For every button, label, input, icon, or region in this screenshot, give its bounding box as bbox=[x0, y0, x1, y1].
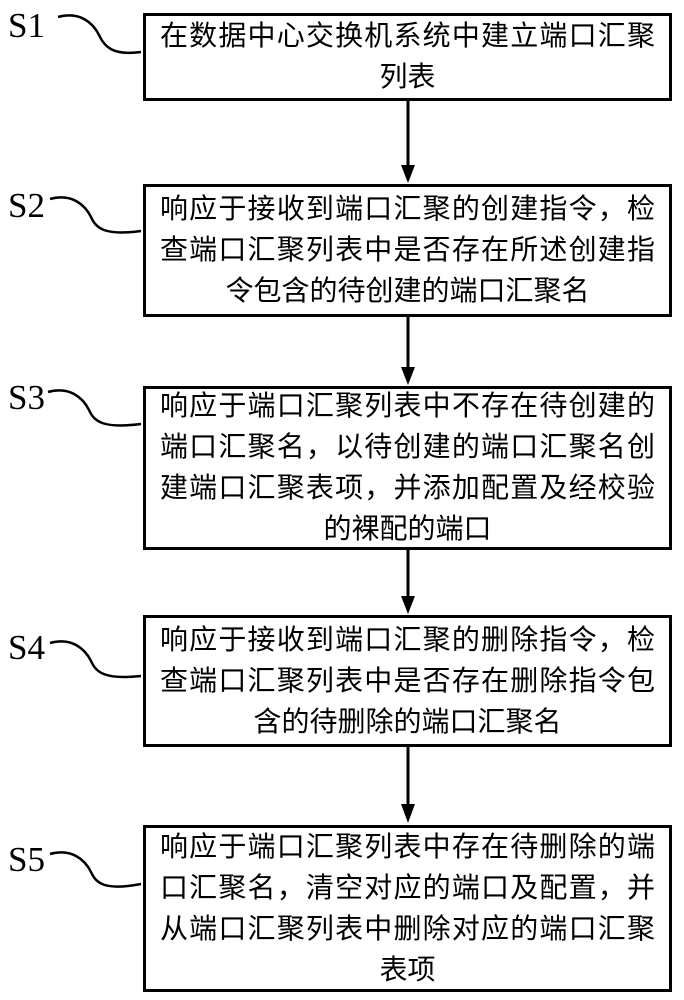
step-text-line: 口汇聚名，清空对应的端口及配置，并 bbox=[160, 872, 655, 904]
flowchart-step-box-s1: 在数据中心交换机系统中建立端口汇聚 列表 bbox=[143, 13, 672, 101]
arrow-down-3 bbox=[401, 550, 415, 614]
flowchart-step-box-s2: 响应于接收到端口汇聚的创建指令，检 查端口汇聚列表中是否存在所述创建指 令包含的… bbox=[143, 184, 672, 317]
step-text-line: 响应于接收到端口汇聚的删除指令，检 bbox=[160, 624, 655, 656]
arrow-down-2 bbox=[401, 317, 415, 385]
step-text-line: 建端口汇聚表项，并添加配置及经校验 bbox=[160, 473, 655, 504]
flowchart-step-box-s3: 响应于端口汇聚列表中不存在待创建的 端口汇聚名，以待创建的端口汇聚名创 建端口汇… bbox=[143, 386, 672, 550]
step-text-line: 响应于端口汇聚列表中存在待删除的端 bbox=[160, 831, 655, 863]
flowchart-step-box-s5: 响应于端口汇聚列表中存在待删除的端 口汇聚名，清空对应的端口及配置，并 从端口汇… bbox=[143, 825, 672, 992]
leader-line-s2 bbox=[49, 196, 142, 234]
leader-line-s3 bbox=[47, 389, 142, 427]
step-text-line: 从端口汇聚列表中删除对应的端口汇聚 bbox=[160, 913, 655, 945]
arrowhead-icon bbox=[401, 596, 415, 614]
arrowhead-icon bbox=[401, 804, 415, 823]
step-text-line: 查端口汇聚列表中是否存在删除指令包 bbox=[160, 665, 655, 697]
arrow-down-1 bbox=[401, 100, 415, 183]
step-text-line: 响应于接收到端口汇聚的创建指令，检 bbox=[160, 194, 655, 225]
arrow-down-4 bbox=[401, 747, 415, 823]
step-label-s5: S5 bbox=[8, 840, 45, 879]
step-text-line: 表项 bbox=[379, 954, 436, 986]
step-label-s3: S3 bbox=[8, 378, 45, 417]
arrowhead-icon bbox=[401, 165, 415, 183]
step-label-s1: S1 bbox=[8, 6, 45, 45]
flowchart-step-box-s4: 响应于接收到端口汇聚的删除指令，检 查端口汇聚列表中是否存在删除指令包 含的待删… bbox=[143, 615, 672, 747]
arrowhead-icon bbox=[401, 367, 415, 385]
step-text-line: 列表 bbox=[379, 62, 436, 93]
step-text-line: 的裸配的端口 bbox=[323, 514, 492, 545]
leader-line-s5 bbox=[49, 851, 142, 888]
step-text-line: 端口汇聚名，以待创建的端口汇聚名创 bbox=[160, 432, 655, 463]
step-text-line: 在数据中心交换机系统中建立端口汇聚 bbox=[160, 21, 655, 52]
step-text-line: 查端口汇聚列表中是否存在所述创建指 bbox=[160, 235, 655, 266]
step-label-s2: S2 bbox=[8, 186, 45, 225]
leader-line-s4 bbox=[49, 640, 142, 679]
step-text-line: 含的待删除的端口汇聚名 bbox=[253, 706, 562, 738]
step-text-line: 响应于端口汇聚列表中不存在待创建的 bbox=[160, 391, 655, 422]
step-text-line: 令包含的待创建的端口汇聚名 bbox=[225, 276, 590, 307]
leader-line-s1 bbox=[57, 14, 142, 55]
step-label-s4: S4 bbox=[8, 628, 45, 667]
